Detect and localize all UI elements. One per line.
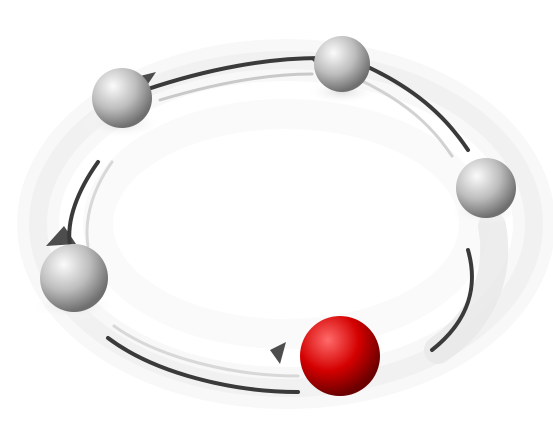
node-right	[456, 158, 516, 218]
node-top-left	[92, 68, 152, 128]
node-left	[40, 244, 108, 312]
node-top-right	[314, 36, 370, 92]
node-bottom	[300, 316, 380, 396]
